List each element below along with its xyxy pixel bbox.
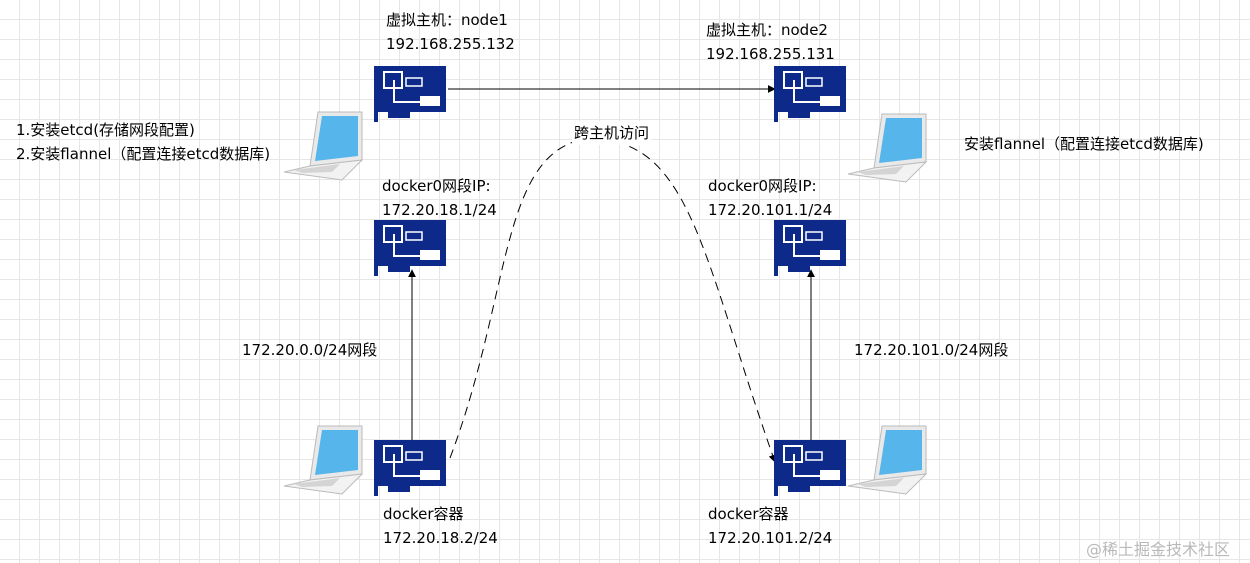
cross-host-label: 跨主机访问 [572, 121, 652, 145]
node2-container-ip: 172.20.101.2/24 [708, 529, 833, 547]
watermark: @稀土掘金技术社区 [1086, 540, 1231, 559]
node1-container-label: docker容器 [383, 505, 464, 523]
node2-docker0-ip: 172.20.101.1/24 [708, 201, 833, 219]
laptop-icon [847, 113, 928, 183]
network-card-icon [374, 440, 446, 496]
network-card-icon [774, 220, 846, 276]
node2-container-label: docker容器 [708, 505, 789, 523]
laptop-icon [847, 425, 928, 495]
node2-ip: 192.168.255.131 [706, 45, 835, 63]
node2-note: 安装flannel（配置连接etcd数据库) [964, 135, 1204, 153]
network-card-icon [374, 66, 446, 122]
node1-container-ip: 172.20.18.2/24 [383, 529, 498, 547]
node1-step-1: 1.安装etcd(存储网段配置) [16, 121, 195, 139]
network-card-icon [774, 440, 846, 496]
node1-title: 虚拟主机：node1 [386, 11, 508, 29]
node2-subnet-label: 172.20.101.0/24网段 [854, 341, 1009, 359]
network-card-icon [774, 66, 846, 122]
node2-docker0-label: docker0网段IP: [708, 177, 817, 195]
laptop-icon [283, 111, 364, 181]
laptop-icon [283, 425, 364, 495]
node2-title: 虚拟主机：node2 [706, 21, 828, 39]
node1-subnet-label: 172.20.0.0/24网段 [242, 341, 378, 359]
node1-docker0-label: docker0网段IP: [382, 177, 491, 195]
network-card-icon [374, 220, 446, 276]
node1-docker0-ip: 172.20.18.1/24 [382, 201, 497, 219]
cross-host-dashed-path [449, 138, 777, 463]
node1-ip: 192.168.255.132 [386, 35, 515, 53]
node1-step-2: 2.安装flannel（配置连接etcd数据库) [16, 145, 271, 163]
